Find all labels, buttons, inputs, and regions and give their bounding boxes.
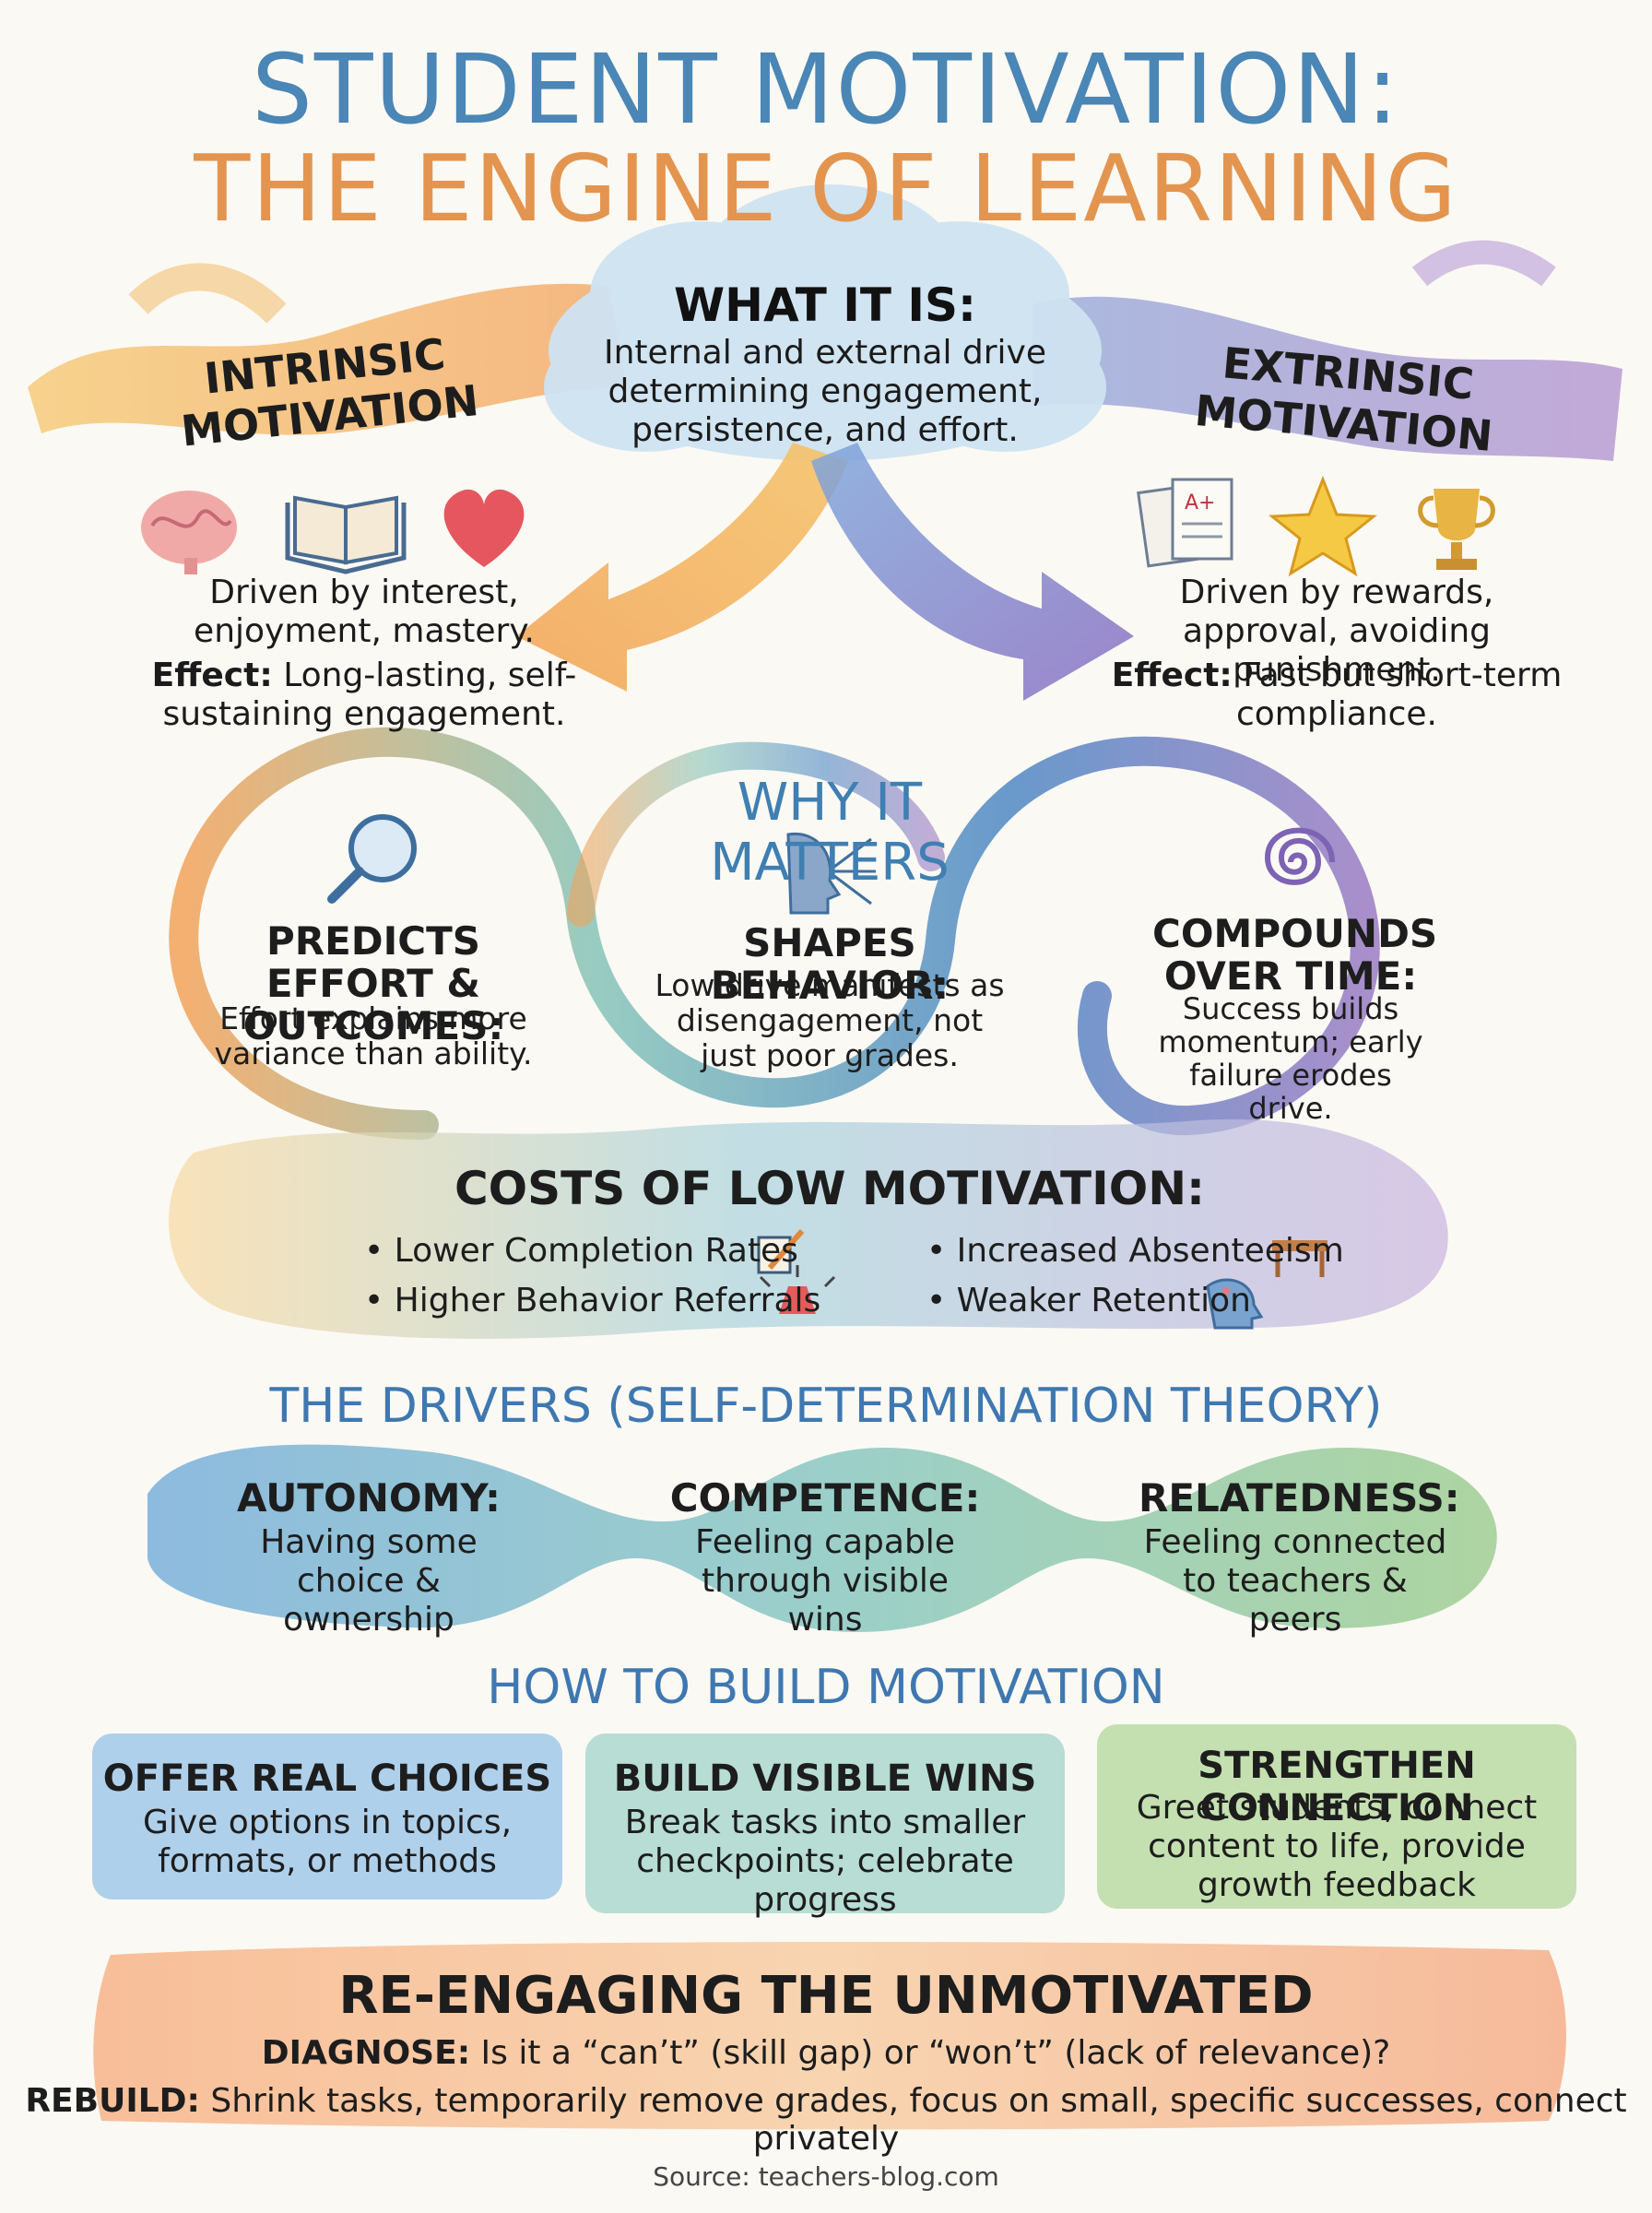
what-it-is-title: WHAT IT IS: — [673, 278, 977, 332]
trophy-icon — [1418, 489, 1495, 570]
alarm-icon — [759, 1265, 836, 1314]
driver-competence-body: Feeling capable through visible wins — [695, 1523, 955, 1639]
title-line-2: THE ENGINE OF LEARNING — [194, 135, 1458, 243]
brain-icon — [141, 491, 237, 574]
build-wins-body: Break tasks into smaller checkpoints; ce… — [624, 1804, 1026, 1919]
reengage-rebuild: REBUILD: Shrink tasks, temporarily remov… — [0, 2082, 1652, 2158]
graded-paper-icon: A+ — [1137, 478, 1233, 568]
what-it-is-body: Internal and external drive determining … — [603, 334, 1047, 449]
intrinsic-effect: Effect: Long-lasting, self-sustaining en… — [120, 657, 608, 734]
matter-1-title: PREDICTS EFFORT & OUTCOMES: — [242, 918, 504, 1048]
extrinsic-effect: Effect: Fast but short-term compliance. — [1097, 657, 1576, 734]
cost-item-absenteeism: • Increased Absenteeism — [926, 1232, 1344, 1270]
magnifier-icon — [327, 814, 417, 904]
build-connection-title: STRENGTHEN CONNECTION — [1198, 1745, 1476, 1829]
pencil-paper-icon — [757, 1229, 805, 1274]
book-icon — [285, 495, 407, 574]
build-wins-title: BUILD VISIBLE WINS — [613, 1757, 1037, 1800]
intrinsic-effect-text: Long-lasting, self-sustaining engagement… — [162, 657, 577, 733]
matter-3-title: COMPOUNDS OVER TIME: — [1152, 911, 1438, 999]
rebuild-text: Shrink tasks, temporarily remove grades,… — [210, 2082, 1627, 2158]
build-choices-body: Give options in topics, formats, or meth… — [142, 1804, 513, 1880]
build-choices-title: OFFER REAL CHOICES — [102, 1757, 552, 1800]
svg-text:A+: A+ — [1185, 491, 1215, 515]
driver-autonomy-body: Having some choice & ownership — [260, 1523, 478, 1639]
empty-desk-icon — [1272, 1240, 1328, 1277]
head-fading-icon — [1206, 1278, 1264, 1330]
star-icon — [1268, 475, 1378, 577]
driver-relatedness-body: Feeling connected to teachers & peers — [1143, 1523, 1447, 1639]
extrinsic-effect-label: Effect: — [1111, 657, 1233, 694]
driver-competence-title: COMPETENCE: — [669, 1475, 981, 1521]
extrinsic-effect-text: Fast but short-term compliance. — [1235, 657, 1563, 733]
driver-autonomy-title: AUTONOMY: — [237, 1475, 501, 1521]
head-arrows-icon — [786, 832, 876, 915]
drivers-title: THE DRIVERS (SELF-DETERMINATION THEORY) — [269, 1379, 1383, 1434]
costs-title: COSTS OF LOW MOTIVATION: — [454, 1162, 1206, 1215]
title-line-1: STUDENT MOTIVATION: — [251, 33, 1401, 146]
rebuild-label: REBUILD: — [25, 2082, 200, 2120]
why-it-matters-title: WHY IT MATTERS — [710, 773, 950, 893]
diagnose-text: Is it a “can’t” (skill gap) or “won’t” (… — [480, 2034, 1391, 2072]
matter-1-body: Effort explains more variance than abili… — [214, 1000, 533, 1071]
cost-item-retention: • Weaker Retention — [926, 1282, 1251, 1320]
diagnose-label: DIAGNOSE: — [261, 2034, 471, 2072]
matter-2-title: SHAPES BEHAVIOR: — [710, 920, 950, 1008]
matter-3-body: Success builds momentum; early failure e… — [1158, 991, 1423, 1126]
spiral-icon — [1264, 827, 1335, 885]
matter-2-body: Low drive manifests as disengagement, no… — [655, 967, 1005, 1073]
build-connection-body: Greet students, connect content to life,… — [1136, 1789, 1538, 1904]
intrinsic-effect-label: Effect: — [151, 657, 273, 694]
extrinsic-description: Driven by rewards, approval, avoiding pu… — [1179, 574, 1494, 689]
driver-relatedness-title: RELATEDNESS: — [1139, 1475, 1460, 1521]
cost-item-completion: • Lower Completion Rates — [364, 1232, 798, 1270]
build-title: HOW TO BUILD MOTIVATION — [487, 1660, 1165, 1715]
reengage-diagnose: DIAGNOSE: Is it a “can’t” (skill gap) or… — [0, 2034, 1652, 2072]
cost-item-referrals: • Higher Behavior Referrals — [364, 1282, 821, 1320]
intrinsic-description: Driven by interest, enjoyment, mastery. — [194, 574, 535, 650]
reengage-title: RE-ENGAGING THE UNMOTIVATED — [338, 1966, 1314, 2026]
source-credit: Source: teachers-blog.com — [653, 2161, 999, 2192]
heart-icon — [443, 489, 525, 567]
